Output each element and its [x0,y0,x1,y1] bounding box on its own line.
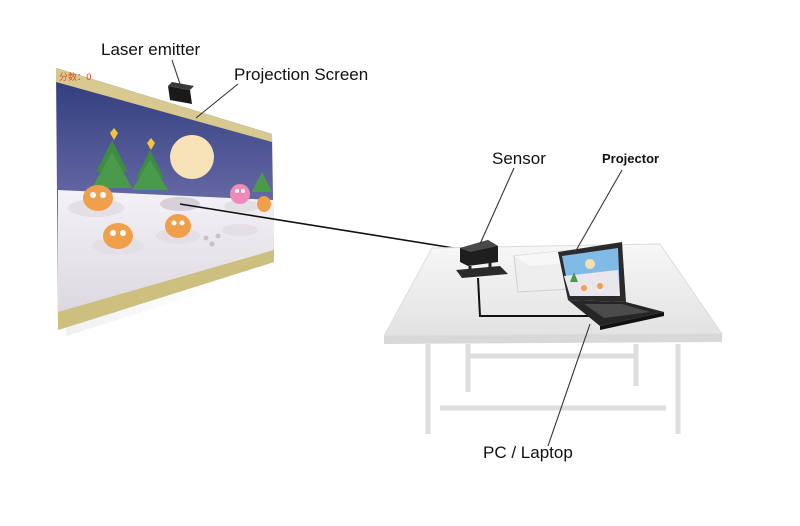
paw-print [203,235,209,241]
leader-projection-screen [195,83,239,119]
hole-6 [222,224,258,236]
paw-print [209,241,215,247]
moon [170,135,214,179]
label-projector: Projector [602,151,660,166]
character-3 [165,214,191,238]
projection-screen: 分数：0 [56,68,282,336]
label-laser-emitter: Laser emitter [101,40,201,59]
screen-top-bar [56,68,272,142]
label-sensor: Sensor [492,149,546,168]
laser-beam-line [179,203,467,251]
leader-lines [171,59,623,447]
leader-laser-emitter [171,59,183,91]
character-4 [230,184,250,204]
sensor-cable [477,277,596,317]
hole-3 [224,200,260,212]
sensor-device [456,240,508,278]
character-1 [83,185,113,211]
label-projection-screen: Projection Screen [234,65,369,84]
leader-pc-laptop [547,323,591,447]
label-pc-laptop: PC / Laptop [483,443,573,462]
character-2 [103,223,133,249]
leader-projector [573,169,623,255]
laptop-device [558,242,664,330]
character-5 [257,196,271,212]
leader-sensor [479,167,515,245]
tree-left [92,128,132,188]
game-score-text: 分数：0 [59,71,92,83]
tree-right [252,172,272,192]
screen-bottom-bar [58,250,274,330]
tree-middle [132,138,168,190]
paw-print [215,233,221,239]
